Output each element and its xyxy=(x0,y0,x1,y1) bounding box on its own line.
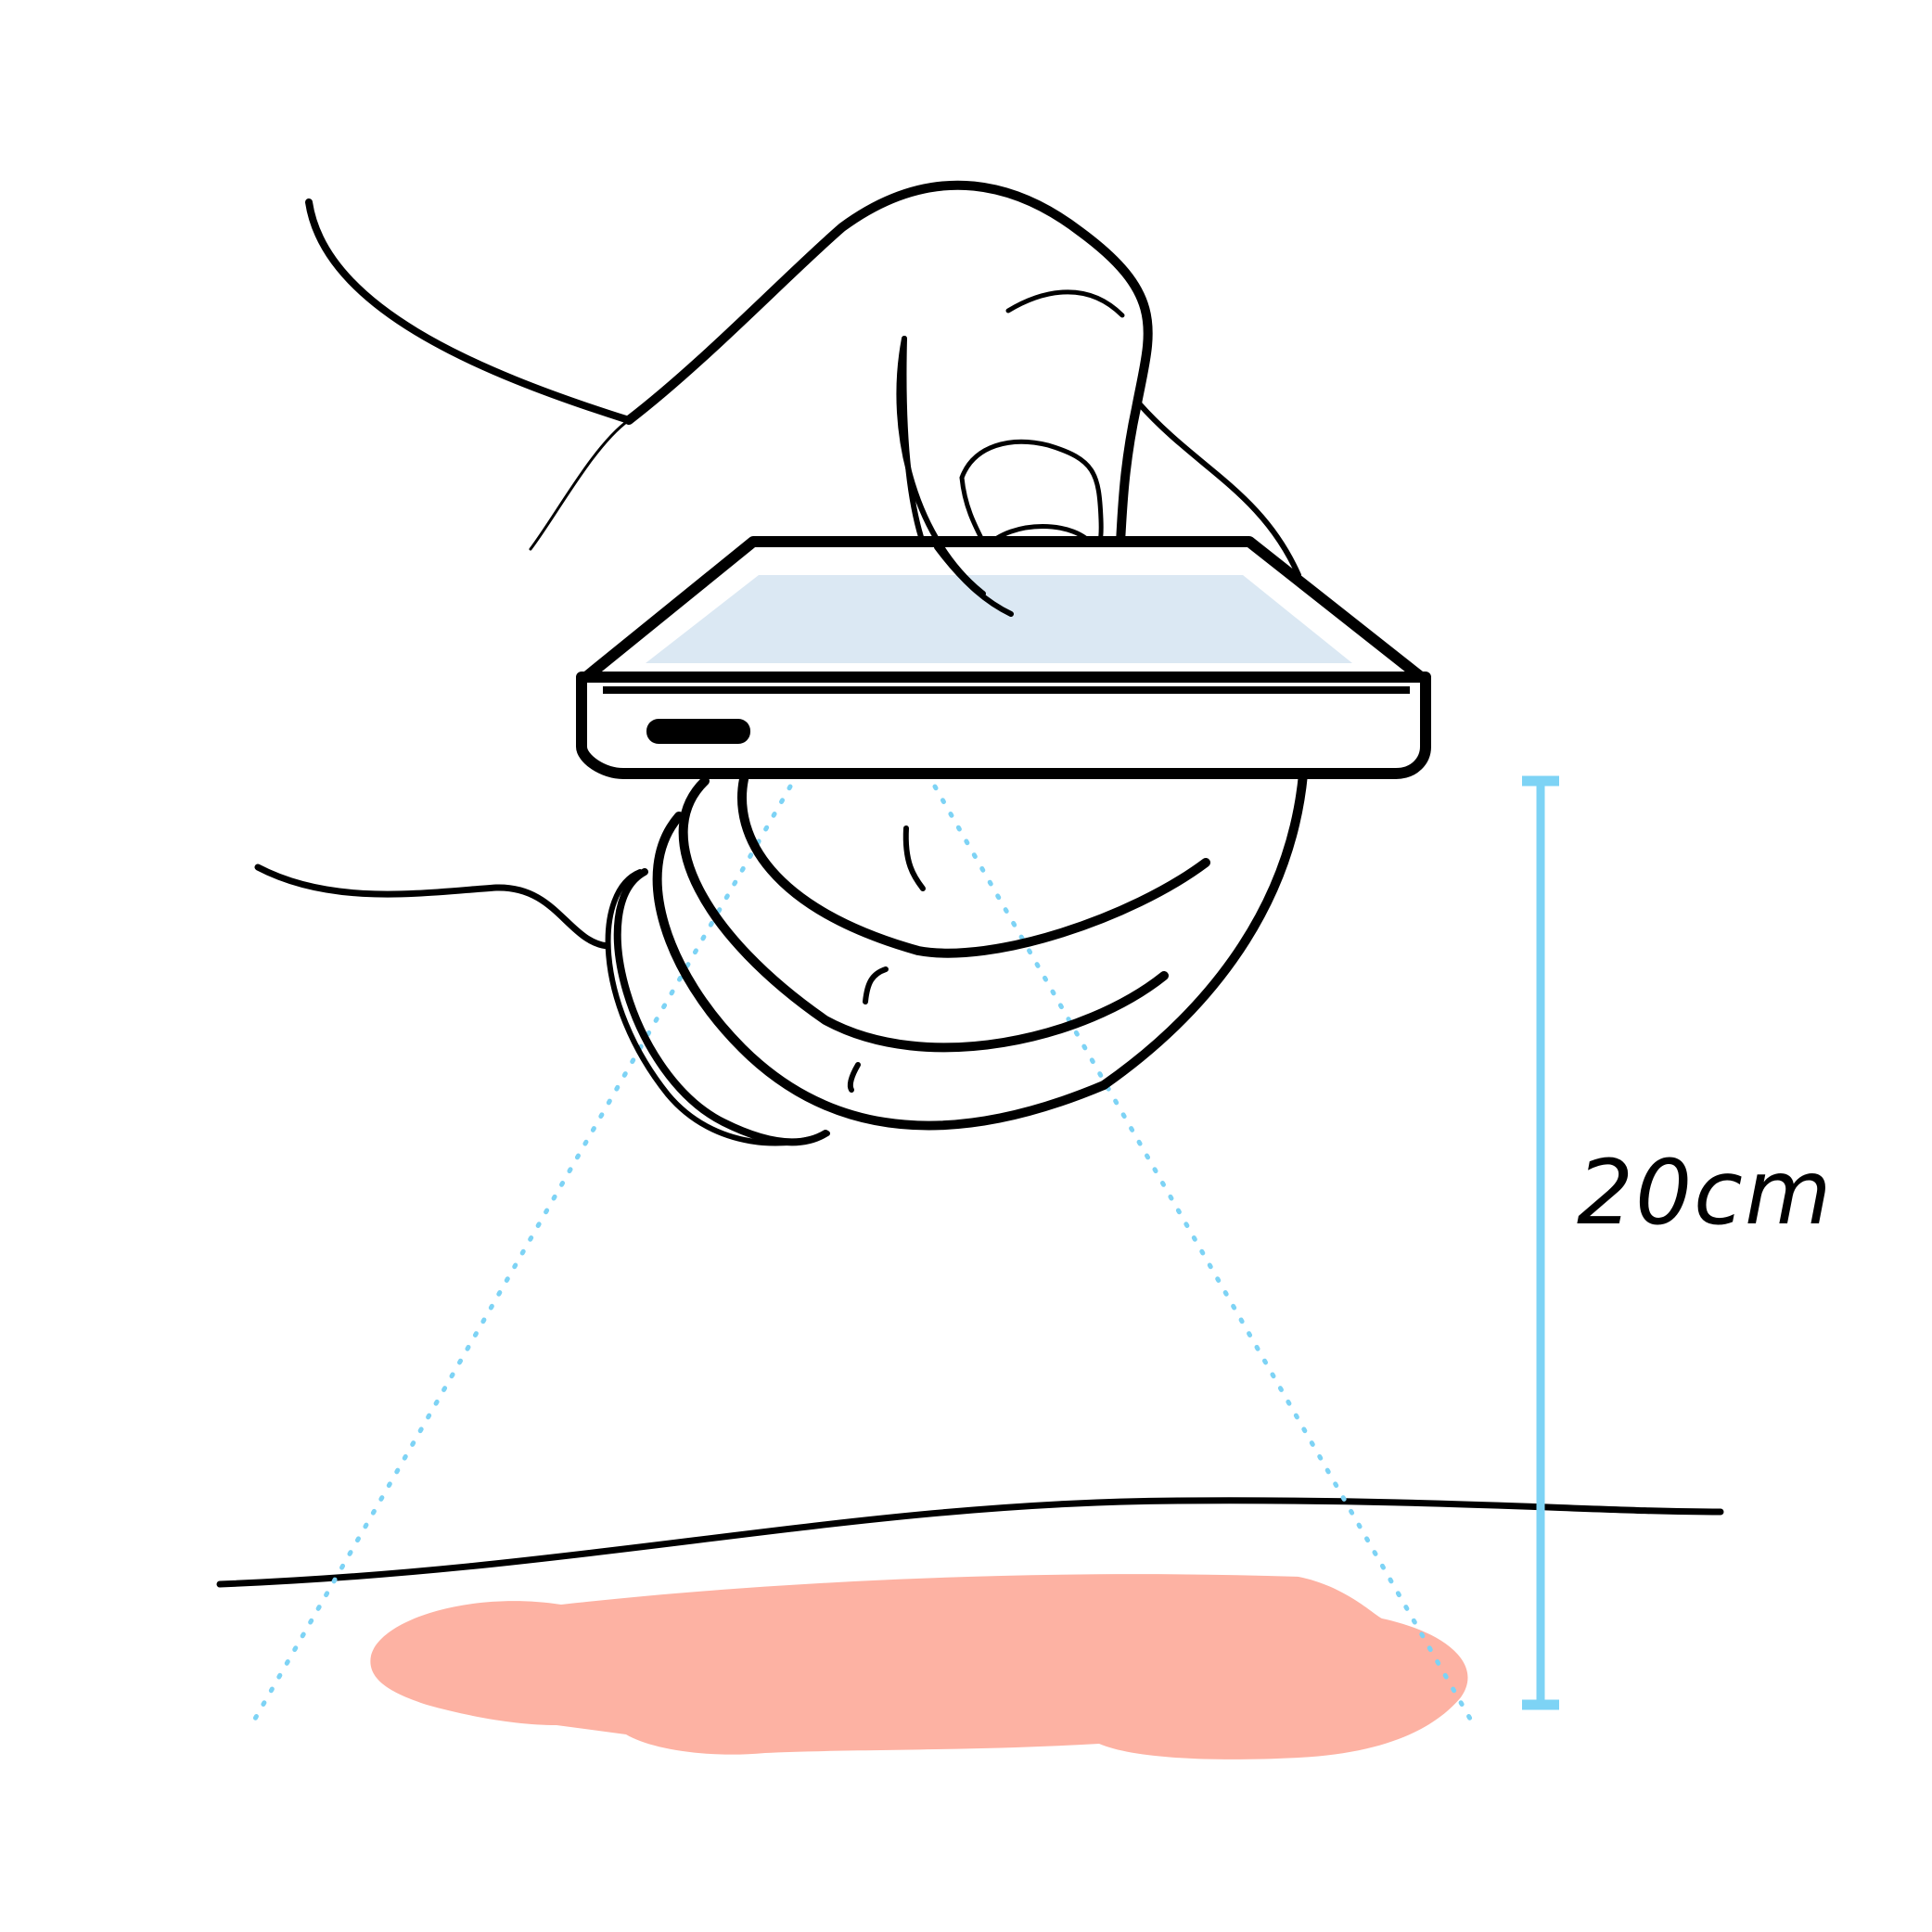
distance-label: 20cm xyxy=(1577,1148,1833,1237)
smartphone-icon xyxy=(582,542,1426,774)
phone-side-slot xyxy=(646,719,750,744)
scan-line-left xyxy=(255,787,790,1719)
body-surface-line xyxy=(220,1501,1721,1584)
skin-area xyxy=(370,1574,1467,1759)
measurement-bar xyxy=(1522,781,1559,1705)
phone-screen xyxy=(646,575,1352,663)
